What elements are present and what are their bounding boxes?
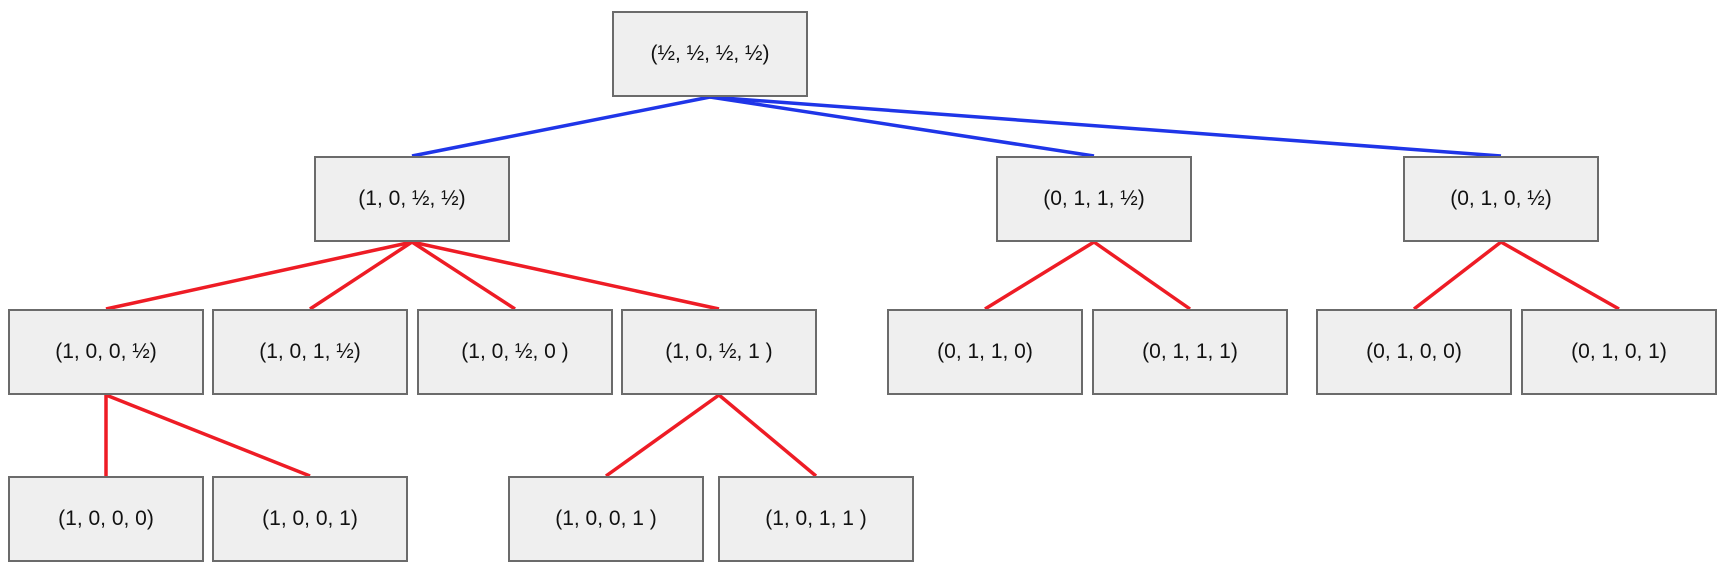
node-n0111: (0, 1, 1, 1) <box>1092 309 1288 395</box>
node-n0110: (0, 1, 1, 0) <box>887 309 1083 395</box>
edge-root-n10 <box>411 95 711 158</box>
edge-n011-n0111 <box>1092 240 1192 311</box>
node-n10: (1, 0, ½, ½) <box>314 156 510 242</box>
edge-n10-n101 <box>309 240 413 311</box>
edge-n010-n0101 <box>1500 240 1620 311</box>
node-n1001b: (1, 0, 0, 1 ) <box>508 476 704 562</box>
edge-n10h1-n1011 <box>717 393 818 478</box>
node-n10h1: (1, 0, ½, 1 ) <box>621 309 817 395</box>
node-n10h0: (1, 0, ½, 0 ) <box>417 309 613 395</box>
node-n1001: (1, 0, 0, 1) <box>212 476 408 562</box>
node-n0100: (0, 1, 0, 0) <box>1316 309 1512 395</box>
node-n1011: (1, 0, 1, 1 ) <box>718 476 914 562</box>
edge-root-n010 <box>709 95 1502 158</box>
node-n101: (1, 0, 1, ½) <box>212 309 408 395</box>
edge-n100-n1001 <box>105 393 311 478</box>
node-n011: (0, 1, 1, ½) <box>996 156 1192 242</box>
edge-n10-n10h0 <box>411 240 516 311</box>
node-n1000: (1, 0, 0, 0) <box>8 476 204 562</box>
node-root: (½, ½, ½, ½) <box>612 11 808 97</box>
edge-n10-n10h1 <box>411 240 720 311</box>
edge-n011-n0110 <box>984 240 1095 311</box>
node-n100: (1, 0, 0, ½) <box>8 309 204 395</box>
edge-n010-n0100 <box>1412 240 1503 311</box>
edge-root-n011 <box>709 95 1095 158</box>
edge-n10-n100 <box>105 240 413 311</box>
edge-n10h1-n1001b <box>604 393 721 478</box>
node-n010: (0, 1, 0, ½) <box>1403 156 1599 242</box>
node-n0101: (0, 1, 0, 1) <box>1521 309 1717 395</box>
